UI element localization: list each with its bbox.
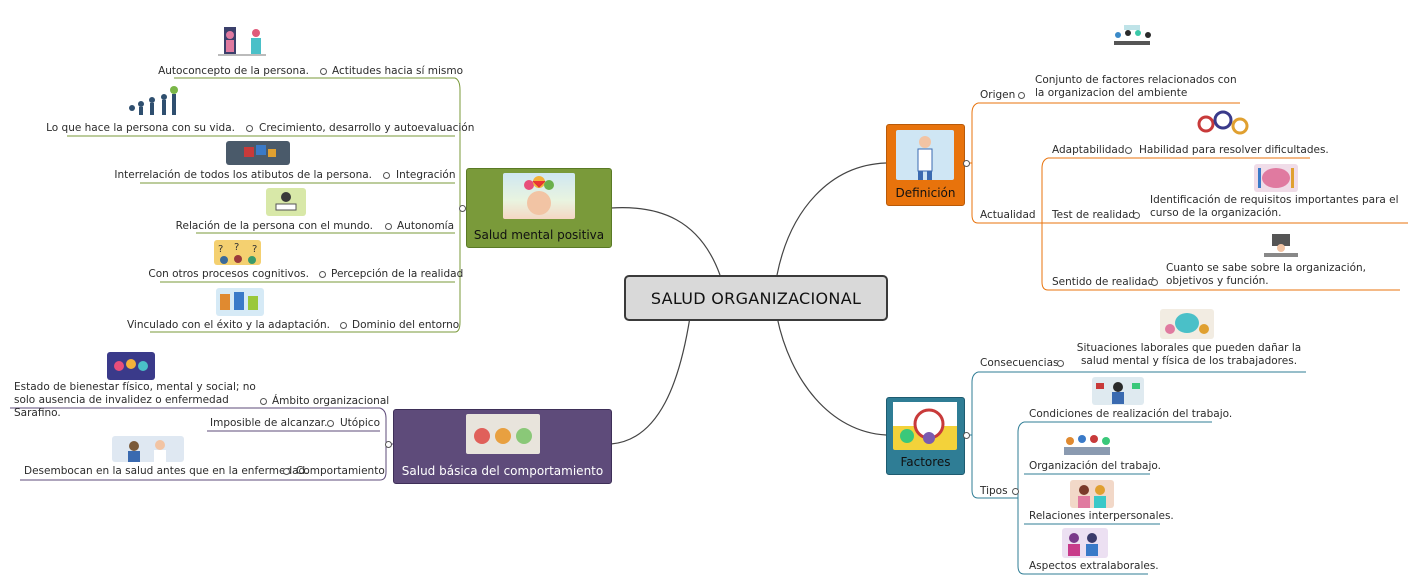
branch-label[interactable]: Origen [980, 89, 1016, 101]
topic-factores[interactable]: Factores [886, 397, 965, 475]
detail-text: Relación de la persona con el mundo. [175, 220, 373, 232]
detail-text: Desembocan en la salud antes que en la e… [24, 465, 309, 477]
node-dot [340, 322, 347, 329]
topic-title: Salud mental positiva [473, 228, 605, 242]
stopwatch-target-icon [893, 402, 957, 450]
detail-text: Con otros procesos cognitivos. [148, 268, 309, 280]
subtopic-label[interactable]: Comportamiento [296, 465, 385, 477]
node-dot [327, 420, 334, 427]
svg-text:?: ? [252, 244, 257, 255]
subtopic-label[interactable]: Sentido de realidad [1052, 276, 1155, 288]
detail-text: Conjunto de factores relacionados con la… [1035, 74, 1237, 99]
head-flowers-icon [503, 173, 575, 219]
topic-title: Salud básica del comportamiento [401, 464, 604, 478]
detail-text: Lo que hace la persona con su vida. [46, 122, 235, 134]
topic-salud-basica-comportamiento[interactable]: Salud básica del comportamiento [393, 409, 612, 484]
node-dot [260, 398, 267, 405]
node-dot [383, 172, 390, 179]
node-dot [385, 223, 392, 230]
subtopic-label[interactable]: Autonomía [397, 220, 455, 232]
subtopic-label[interactable]: Test de realidad [1052, 209, 1136, 221]
node-dot [283, 468, 290, 475]
detail-text: Habilidad para resolver dificultades. [1139, 144, 1329, 156]
detail-text: Relaciones interpersonales. [1029, 510, 1174, 522]
topic-title: Definición [895, 186, 956, 200]
family-icon [1062, 528, 1108, 558]
colleagues-icon [1070, 480, 1114, 508]
detail-text: Estado de bienestar físico, mental y soc… [14, 381, 256, 419]
collapse-toggle[interactable] [963, 432, 970, 439]
subtopic-label[interactable]: Adaptabilidad [1052, 144, 1125, 156]
emoji-faces-icon [466, 414, 540, 454]
detail-text: Autoconcepto de la persona. [158, 65, 309, 77]
detail-text: Vinculado con el éxito y la adaptación. [126, 319, 330, 331]
branch-label[interactable]: Actualidad [980, 209, 1036, 221]
detail-text: Imposible de alcanzar. [210, 417, 328, 429]
branch-label[interactable]: Consecuencias [980, 357, 1059, 369]
brain-pencils-icon [1254, 164, 1298, 192]
subtopic-label[interactable]: Integración [396, 169, 456, 181]
topic-title: Factores [900, 455, 951, 469]
node-dot [246, 125, 253, 132]
svg-text:?: ? [234, 242, 239, 253]
subtopic-label[interactable]: Utópico [340, 417, 381, 429]
subtopic-label[interactable]: Dominio del entorno [352, 319, 460, 331]
subtopic-label[interactable]: Crecimiento, desarrollo y autoevaluación [259, 122, 475, 134]
central-topic[interactable]: SALUD ORGANIZACIONAL [624, 275, 888, 321]
detail-text: Aspectos extralaborales. [1029, 560, 1159, 572]
node-dot [1151, 279, 1158, 286]
wellbeing-icon [107, 352, 155, 380]
subtopic-label[interactable]: Actitudes hacia sí mismo [332, 65, 464, 77]
svg-text:?: ? [218, 244, 223, 255]
growth-stages-icon [126, 86, 182, 116]
topic-definicion[interactable]: Definición [886, 124, 965, 206]
detail-text: Condiciones de realización del trabajo. [1029, 408, 1233, 420]
desk-worker-icon [1260, 228, 1302, 260]
detail-text: Situaciones laborales que pueden dañar l… [1076, 342, 1302, 367]
topic-salud-mental-positiva[interactable]: Salud mental positiva [466, 168, 612, 248]
collapse-toggle[interactable] [963, 160, 970, 167]
meeting-table-icon [1104, 23, 1160, 57]
team-group-icon [1062, 429, 1112, 459]
thinking-man-icon [896, 130, 954, 180]
doctor-child-icon [112, 436, 184, 462]
subtopic-label[interactable]: Percepción de la realidad [331, 268, 464, 280]
node-dot [1125, 147, 1132, 154]
people-mirror-icon [216, 25, 268, 58]
puzzle-hands-icon [226, 141, 290, 165]
node-dot [1012, 488, 1019, 495]
stressed-brain-icon [1160, 309, 1214, 339]
team-work-icon [216, 288, 264, 316]
question-heads-icon: ??? [214, 240, 261, 265]
branch-label[interactable]: Tipos [980, 485, 1008, 497]
detail-text: Identificación de requisitos importantes… [1150, 194, 1399, 219]
collapse-toggle[interactable] [459, 205, 466, 212]
subtopic-label[interactable]: Ámbito organizacional [272, 395, 390, 407]
reading-person-icon [266, 188, 306, 216]
detail-text: Organización del trabajo. [1029, 460, 1161, 472]
multitask-worker-icon [1092, 377, 1144, 405]
node-dot [1018, 92, 1025, 99]
gears-people-icon [1196, 110, 1250, 140]
node-dot [1133, 212, 1140, 219]
detail-text: Cuanto se sabe sobre la organización, ob… [1166, 262, 1367, 287]
detail-text: Interrelación de todos los atibutos de l… [114, 169, 372, 181]
node-dot [320, 68, 327, 75]
node-dot [1057, 360, 1064, 367]
collapse-toggle[interactable] [385, 441, 392, 448]
node-dot [319, 271, 326, 278]
